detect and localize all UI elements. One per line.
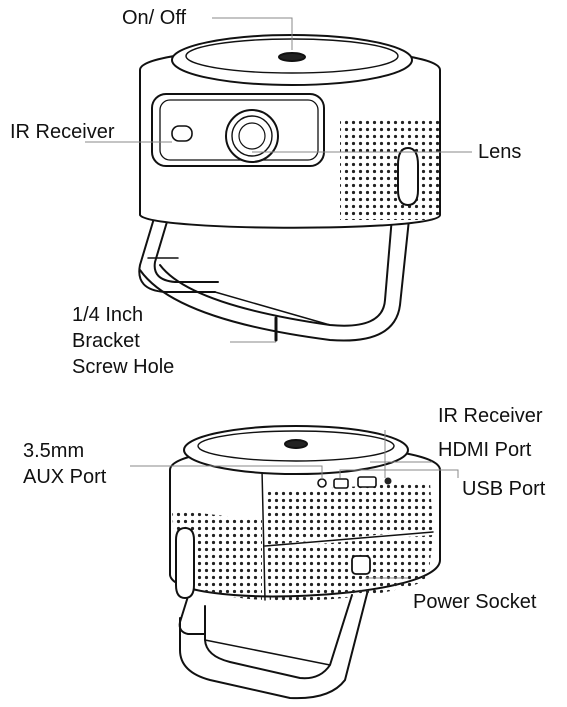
stand-front [138,204,411,342]
usb-port [333,478,349,489]
rear-grill-lower [265,535,433,602]
projector-back-view [169,425,441,700]
label-usb-port: USB Port [462,478,546,500]
lens [225,109,279,163]
ir-receiver-back-window [384,477,392,485]
projector-front-view [138,34,441,342]
label-ir-receiver-front: IR Receiver [10,121,115,143]
side-grill-front [340,120,440,220]
leader-lines-bottom [130,430,459,579]
rear-grill-upper [265,482,433,545]
aux-port [317,478,327,488]
label-bracket-screw-hole: 1/4 Inch Bracket Screw Hole [72,304,175,378]
pivot-knob-front [397,147,419,206]
label-ir-receiver-back: IR Receiver [438,405,543,427]
label-on-off: On/ Off [122,7,187,29]
power-button[interactable] [278,52,306,62]
power-socket [351,555,371,575]
label-lens: Lens [478,141,522,163]
ir-receiver-front-window [171,125,193,142]
stand-back [178,589,369,700]
label-power-socket: Power Socket [413,591,537,613]
label-aux-port: 3.5mm AUX Port [23,440,107,488]
leader-lines-top [85,17,472,343]
label-hdmi-port: HDMI Port [438,439,532,461]
hdmi-port [357,476,377,488]
pivot-knob-back [175,527,195,599]
